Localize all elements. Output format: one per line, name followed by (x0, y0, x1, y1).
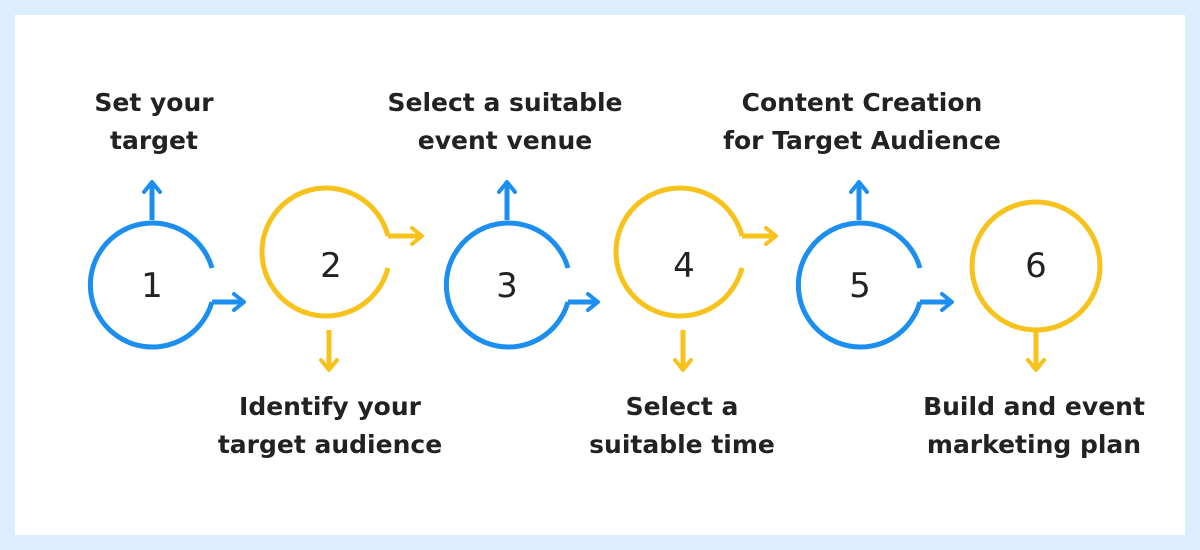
step-5-label: Content Creation for Target Audience (712, 84, 1012, 160)
step-3-label-line-2: event venue (417, 126, 593, 155)
step-3-label-line-1: Select a suitable (387, 88, 623, 117)
step-1-label: Set your target (14, 84, 294, 160)
step-3-number: 3 (496, 266, 518, 306)
step-1-label-line-2: target (110, 126, 198, 155)
step-2-label: Identify your target audience (190, 388, 470, 464)
step-2: 2 (259, 185, 424, 372)
step-1-number: 1 (141, 266, 163, 306)
step-6: 6 (969, 199, 1103, 372)
step-1: 1 (87, 180, 246, 350)
step-5-label-line-1: Content Creation (741, 88, 983, 117)
step-4-label: Select a suitable time (542, 388, 822, 464)
step-2-label-line-1: Identify your (239, 392, 421, 421)
step-4-label-line-1: Select a (625, 392, 739, 421)
step-5-ring (795, 220, 923, 350)
step-1-ring (87, 220, 215, 350)
step-6-label-line-1: Build and event (923, 392, 1145, 421)
step-5-label-line-2: for Target Audience (723, 126, 1001, 155)
step-6-label: Build and event marketing plan (894, 388, 1174, 464)
step-5-number: 5 (849, 266, 871, 306)
step-2-label-line-2: target audience (217, 430, 443, 459)
step-3-ring (443, 220, 571, 350)
step-3: 3 (443, 180, 600, 350)
step-2-ring (259, 185, 391, 319)
step-5: 5 (795, 180, 954, 350)
step-4-number: 4 (673, 246, 695, 286)
step-2-number: 2 (320, 246, 342, 286)
diagram-card (15, 15, 1185, 535)
step-1-label-line-1: Set your (94, 88, 214, 117)
step-6-label-line-2: marketing plan (926, 430, 1142, 459)
step-4-label-line-2: suitable time (589, 430, 775, 459)
step-4: 4 (613, 185, 778, 372)
step-6-number: 6 (1025, 246, 1047, 286)
step-4-ring (613, 185, 745, 319)
step-3-label: Select a suitable event venue (365, 84, 645, 160)
